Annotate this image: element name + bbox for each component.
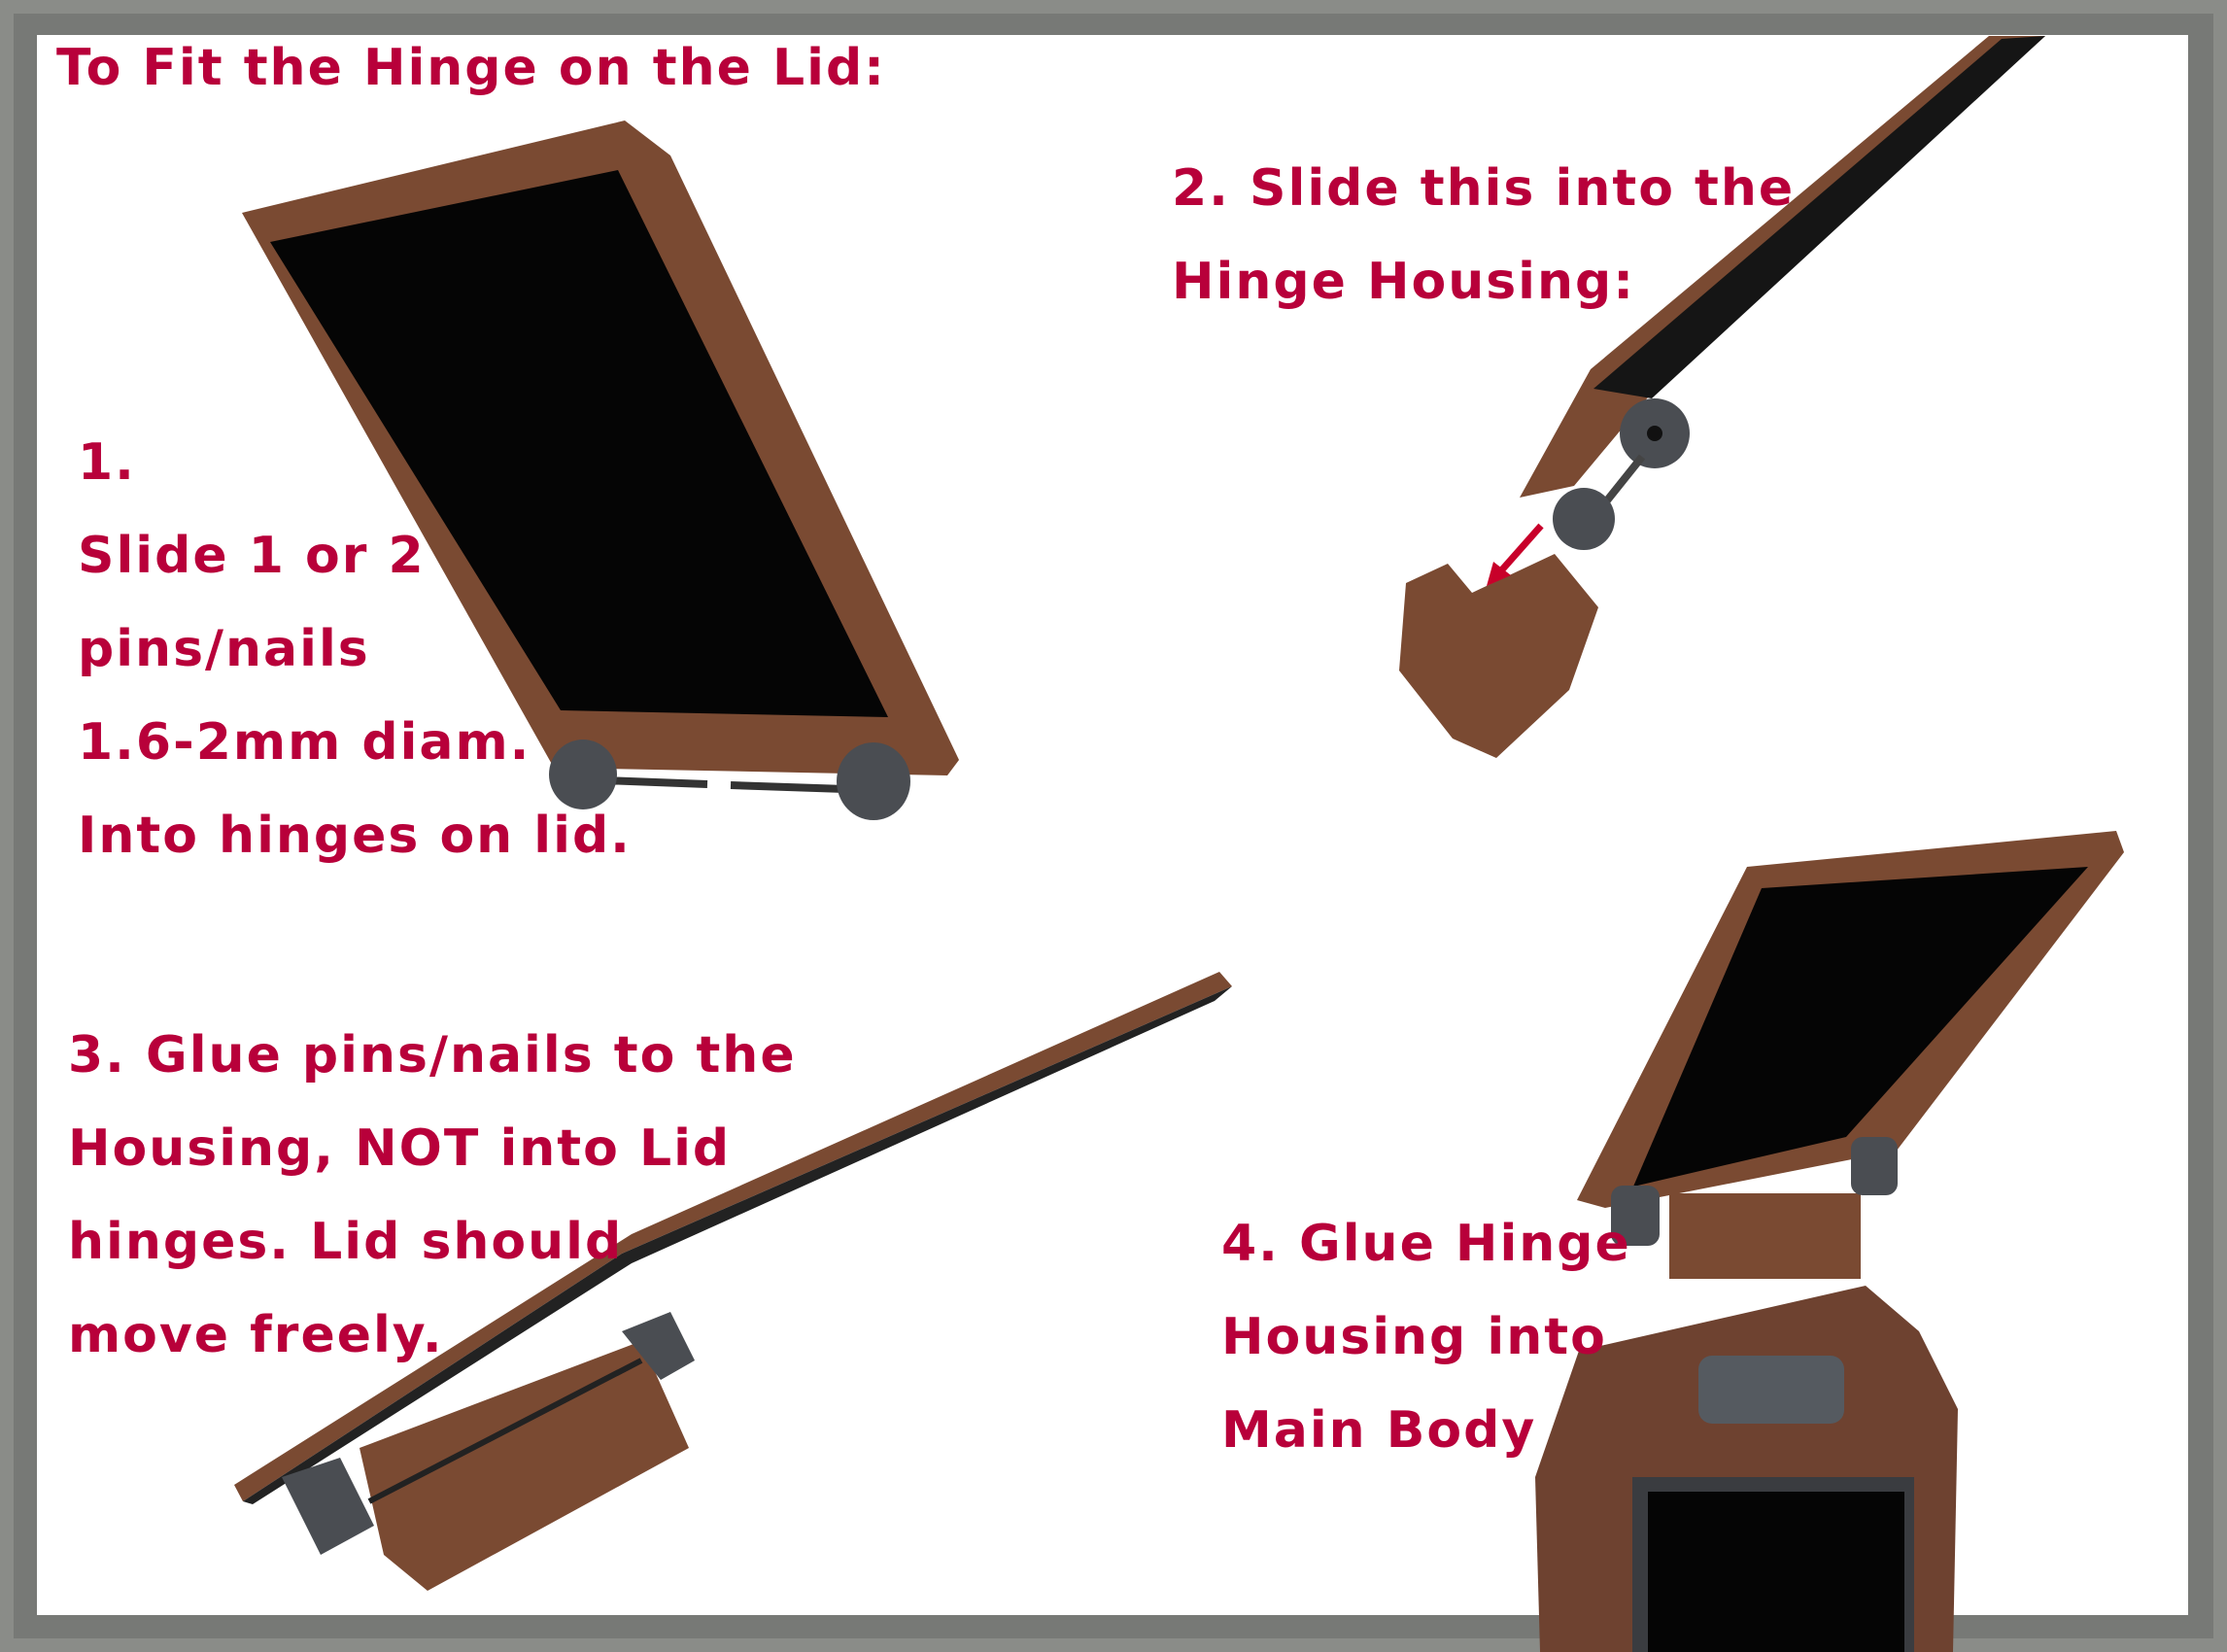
step-2-line: 2. Slide this into the bbox=[1172, 159, 1796, 218]
step-3-text: 3. Glue pins/nails to the Housing, NOT i… bbox=[68, 1009, 797, 1382]
hinge-knuckle bbox=[282, 1458, 374, 1555]
lid-illustration-step-2 bbox=[1399, 36, 2045, 758]
step-1-line: Into hinges on lid. bbox=[78, 807, 632, 865]
step-3-line: hinges. Lid should bbox=[68, 1213, 624, 1271]
hinge-knuckle bbox=[549, 740, 617, 809]
hinge-knuckle bbox=[837, 742, 910, 820]
hinge-knuckle bbox=[1553, 488, 1615, 550]
lid-illustration-step-4 bbox=[1535, 831, 2124, 1652]
hinge-knuckle bbox=[1611, 1186, 1660, 1246]
step-3-line: 3. Glue pins/nails to the bbox=[68, 1026, 797, 1084]
hinge-housing bbox=[1399, 554, 1598, 758]
arrow-icon bbox=[1493, 523, 1544, 579]
step-4-text: 4. Glue Hinge Housing into Main Body bbox=[1221, 1197, 1631, 1477]
step-4-line: Housing into bbox=[1221, 1308, 1607, 1366]
step-1-line: 1. bbox=[78, 433, 136, 492]
step-2-text: 2. Slide this into the Hinge Housing: bbox=[1172, 142, 1795, 328]
step-3-line: Housing, NOT into Lid bbox=[68, 1119, 732, 1178]
step-1-line: Slide 1 or 2 bbox=[78, 527, 426, 585]
lid-illustration-step-1 bbox=[242, 120, 959, 820]
hinge-housing bbox=[360, 1341, 689, 1591]
step-3-line: move freely. bbox=[68, 1306, 444, 1364]
step-1-line: pins/nails bbox=[78, 620, 370, 678]
hinge-housing bbox=[1669, 1193, 1861, 1279]
step-1-line: 1.6-2mm diam. bbox=[78, 713, 531, 772]
step-4-line: Main Body bbox=[1221, 1401, 1537, 1460]
step-2-line: Hinge Housing: bbox=[1172, 253, 1636, 311]
hinge-knuckle bbox=[622, 1312, 695, 1380]
lid-illustration-step-3 bbox=[234, 972, 1232, 1591]
hinge-knuckle bbox=[1851, 1137, 1898, 1195]
step-4-line: 4. Glue Hinge bbox=[1221, 1215, 1631, 1273]
step-1-text: 1. Slide 1 or 2 pins/nails 1.6-2mm diam.… bbox=[78, 416, 632, 882]
page-title: To Fit the Hinge on the Lid: bbox=[56, 39, 886, 97]
